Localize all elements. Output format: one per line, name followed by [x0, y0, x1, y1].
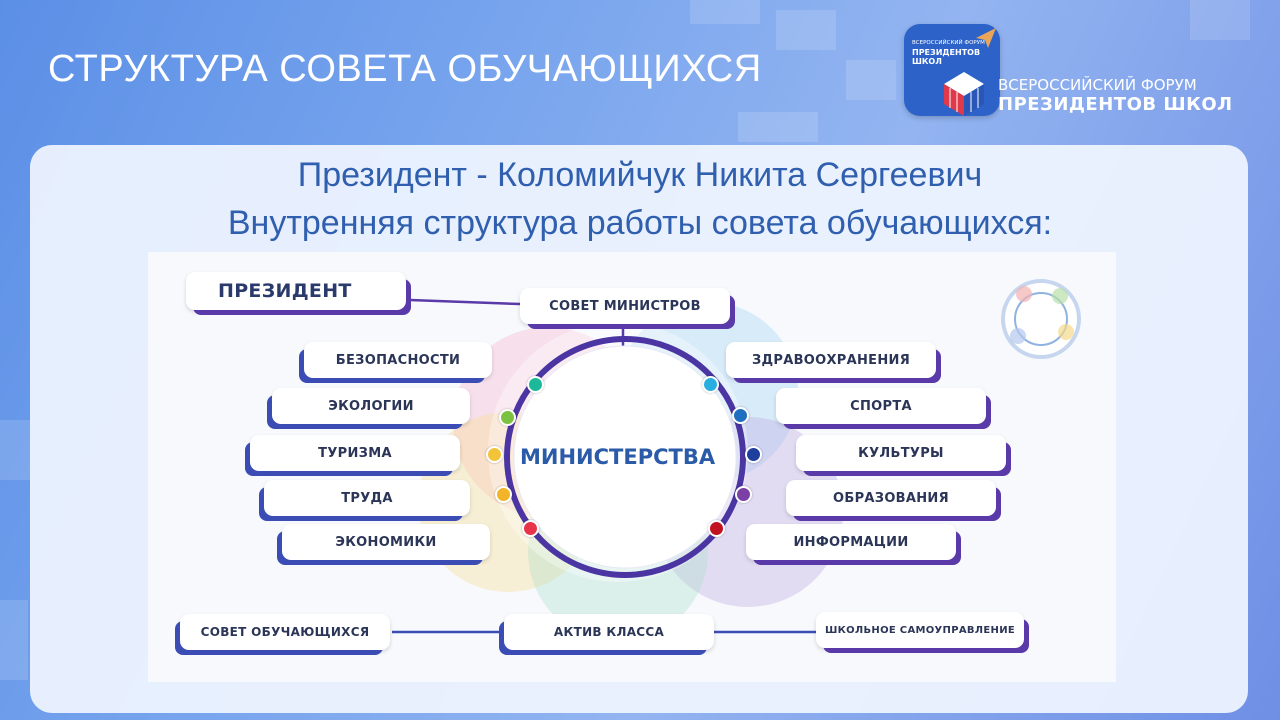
paper-plane-icon — [976, 28, 996, 48]
connector-dot — [486, 446, 503, 463]
connector-lines — [392, 298, 818, 634]
background-tile — [0, 600, 28, 680]
structure-diagram: МИНИСТЕРСТВА ПРЕЗИДЕНТ СОВЕТ МИНИСТРОВ Б… — [148, 252, 1116, 682]
ministry-box-information: ИНФОРМАЦИИ — [746, 524, 956, 560]
background-tile — [846, 60, 896, 100]
ministry-box-education: ОБРАЗОВАНИЯ — [786, 480, 996, 516]
student-council-box: СОВЕТ ОБУЧАЮЩИХСЯ — [180, 614, 390, 650]
logo-badge-big-text: ПРЕЗИДЕНТОВ ШКОЛ — [912, 48, 981, 66]
school-emblem-icon — [1001, 279, 1081, 359]
forum-logo: ВСЕРОССИЙСКИЙ ФОРУМ ПРЕЗИДЕНТОВ ШКОЛ ВСЕ… — [904, 24, 1254, 124]
connector-dot — [527, 376, 544, 393]
background-tile — [738, 112, 818, 142]
background-tile — [0, 420, 30, 480]
connector-dot — [745, 446, 762, 463]
connector-dot — [702, 376, 719, 393]
logo-text-line2: ПРЕЗИДЕНТОВ ШКОЛ — [998, 94, 1233, 115]
logo-badge-small-text: ВСЕРОССИЙСКИЙ ФОРУМ — [912, 40, 985, 46]
connector-dot — [499, 409, 516, 426]
logo-badge: ВСЕРОССИЙСКИЙ ФОРУМ ПРЕЗИДЕНТОВ ШКОЛ — [904, 24, 1000, 116]
connector-dot — [708, 520, 725, 537]
class-activists-box: АКТИВ КЛАССА — [504, 614, 714, 650]
connector-dot — [735, 486, 752, 503]
ministry-box-economy: ЭКОНОМИКИ — [282, 524, 490, 560]
background-tile — [776, 10, 836, 50]
connector-dot — [732, 407, 749, 424]
ministries-center-label: МИНИСТЕРСТВА — [520, 445, 716, 469]
ministry-box-culture: КУЛЬТУРЫ — [796, 435, 1006, 471]
connector-dot — [522, 520, 539, 537]
ministry-box-security: БЕЗОПАСНОСТИ — [304, 342, 492, 378]
president-box: ПРЕЗИДЕНТ — [186, 272, 406, 310]
school-self-government-box: ШКОЛЬНОЕ САМОУПРАВЛЕНИЕ — [816, 612, 1024, 648]
ministry-box-healthcare: ЗДРАВООХРАНЕНИЯ — [726, 342, 936, 378]
ministry-box-tourism: ТУРИЗМА — [250, 435, 460, 471]
structure-heading: Внутренняя структура работы совета обуча… — [227, 204, 1053, 242]
rubiks-cube-icon — [944, 72, 984, 116]
background-tile — [690, 0, 760, 24]
slide-title: СТРУКТУРА СОВЕТА ОБУЧАЮЩИХСЯ — [48, 48, 762, 90]
council-of-ministers-box: СОВЕТ МИНИСТРОВ — [520, 288, 730, 324]
connector-dot — [495, 486, 512, 503]
ministry-box-ecology: ЭКОЛОГИИ — [272, 388, 470, 424]
president-name: Президент - Коломийчук Никита Сергеевич — [297, 156, 983, 194]
ministry-box-labour: ТРУДА — [264, 480, 470, 516]
ministry-box-sport: СПОРТА — [776, 388, 986, 424]
background-tile — [1190, 0, 1250, 40]
logo-text-line1: ВСЕРОССИЙСКИЙ ФОРУМ — [998, 76, 1197, 94]
